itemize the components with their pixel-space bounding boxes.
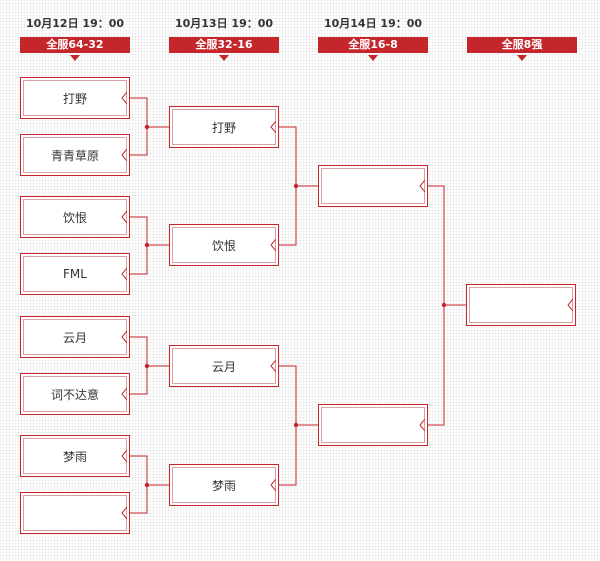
- notch-icon: [121, 507, 127, 519]
- column-header-final: 全服8强: [467, 17, 577, 61]
- notch-icon: [270, 239, 276, 251]
- column-header-round1: 10月12日 19：00 全服64-32: [20, 17, 130, 61]
- team-name: 饮恨: [211, 238, 236, 253]
- round2-date: 10月13日 19：00: [174, 17, 274, 30]
- team-name: 云月: [62, 330, 87, 345]
- team-name: 打野: [211, 120, 236, 135]
- column-header-round2: 10月13日 19：00 全服32-16: [169, 17, 279, 61]
- notch-icon: [567, 299, 573, 311]
- bracket-slot-r2-3: 云月: [169, 345, 279, 387]
- down-arrow-icon: [517, 55, 527, 61]
- notch-icon: [121, 149, 127, 161]
- bracket-slot-r3-1: [318, 165, 428, 207]
- notch-icon: [121, 331, 127, 343]
- round1-stage-label: 全服64-32: [20, 37, 130, 53]
- down-arrow-icon: [70, 55, 80, 61]
- notch-icon: [419, 419, 425, 431]
- notch-icon: [270, 121, 276, 133]
- bracket-slot-r1-7: 梦雨: [20, 435, 130, 477]
- down-arrow-icon: [219, 55, 229, 61]
- bracket-slot-r1-8: [20, 492, 130, 534]
- team-name: 梦雨: [211, 478, 236, 493]
- team-name: [21, 493, 129, 533]
- bracket-slot-r2-2: 饮恨: [169, 224, 279, 266]
- team-name: FML: [63, 267, 87, 281]
- team-name: 云月: [211, 359, 236, 374]
- bracket-slot-r1-6: 词不达意: [20, 373, 130, 415]
- bracket-slot-r2-4: 梦雨: [169, 464, 279, 506]
- bracket-slot-r1-2: 青青草原: [20, 134, 130, 176]
- round1-date: 10月12日 19：00: [25, 17, 125, 30]
- notch-icon: [121, 268, 127, 280]
- column-header-round3: 10月14日 19：00 全服16-8: [318, 17, 428, 61]
- team-name: [467, 285, 575, 325]
- team-name: 词不达意: [50, 387, 99, 402]
- notch-icon: [419, 180, 425, 192]
- down-arrow-icon: [368, 55, 378, 61]
- notch-icon: [121, 211, 127, 223]
- bracket-slot-r2-1: 打野: [169, 106, 279, 148]
- notch-icon: [270, 360, 276, 372]
- final-stage-label: 全服8强: [467, 37, 577, 53]
- team-name: [319, 405, 427, 445]
- round3-stage-label: 全服16-8: [318, 37, 428, 53]
- bracket-slot-r1-5: 云月: [20, 316, 130, 358]
- team-name: 青青草原: [50, 148, 99, 163]
- round2-stage-label: 全服32-16: [169, 37, 279, 53]
- bracket-slot-r1-4: FML: [20, 253, 130, 295]
- bracket-slot-r1-1: 打野: [20, 77, 130, 119]
- notch-icon: [270, 479, 276, 491]
- bracket-slot-final: [466, 284, 576, 326]
- notch-icon: [121, 92, 127, 104]
- bracket-slot-r1-3: 饮恨: [20, 196, 130, 238]
- bracket-slot-r3-2: [318, 404, 428, 446]
- team-name: 打野: [62, 91, 87, 106]
- team-name: 梦雨: [62, 449, 87, 464]
- team-name: [319, 166, 427, 206]
- team-name: 饮恨: [62, 210, 87, 225]
- round3-date: 10月14日 19：00: [323, 17, 423, 30]
- notch-icon: [121, 450, 127, 462]
- notch-icon: [121, 388, 127, 400]
